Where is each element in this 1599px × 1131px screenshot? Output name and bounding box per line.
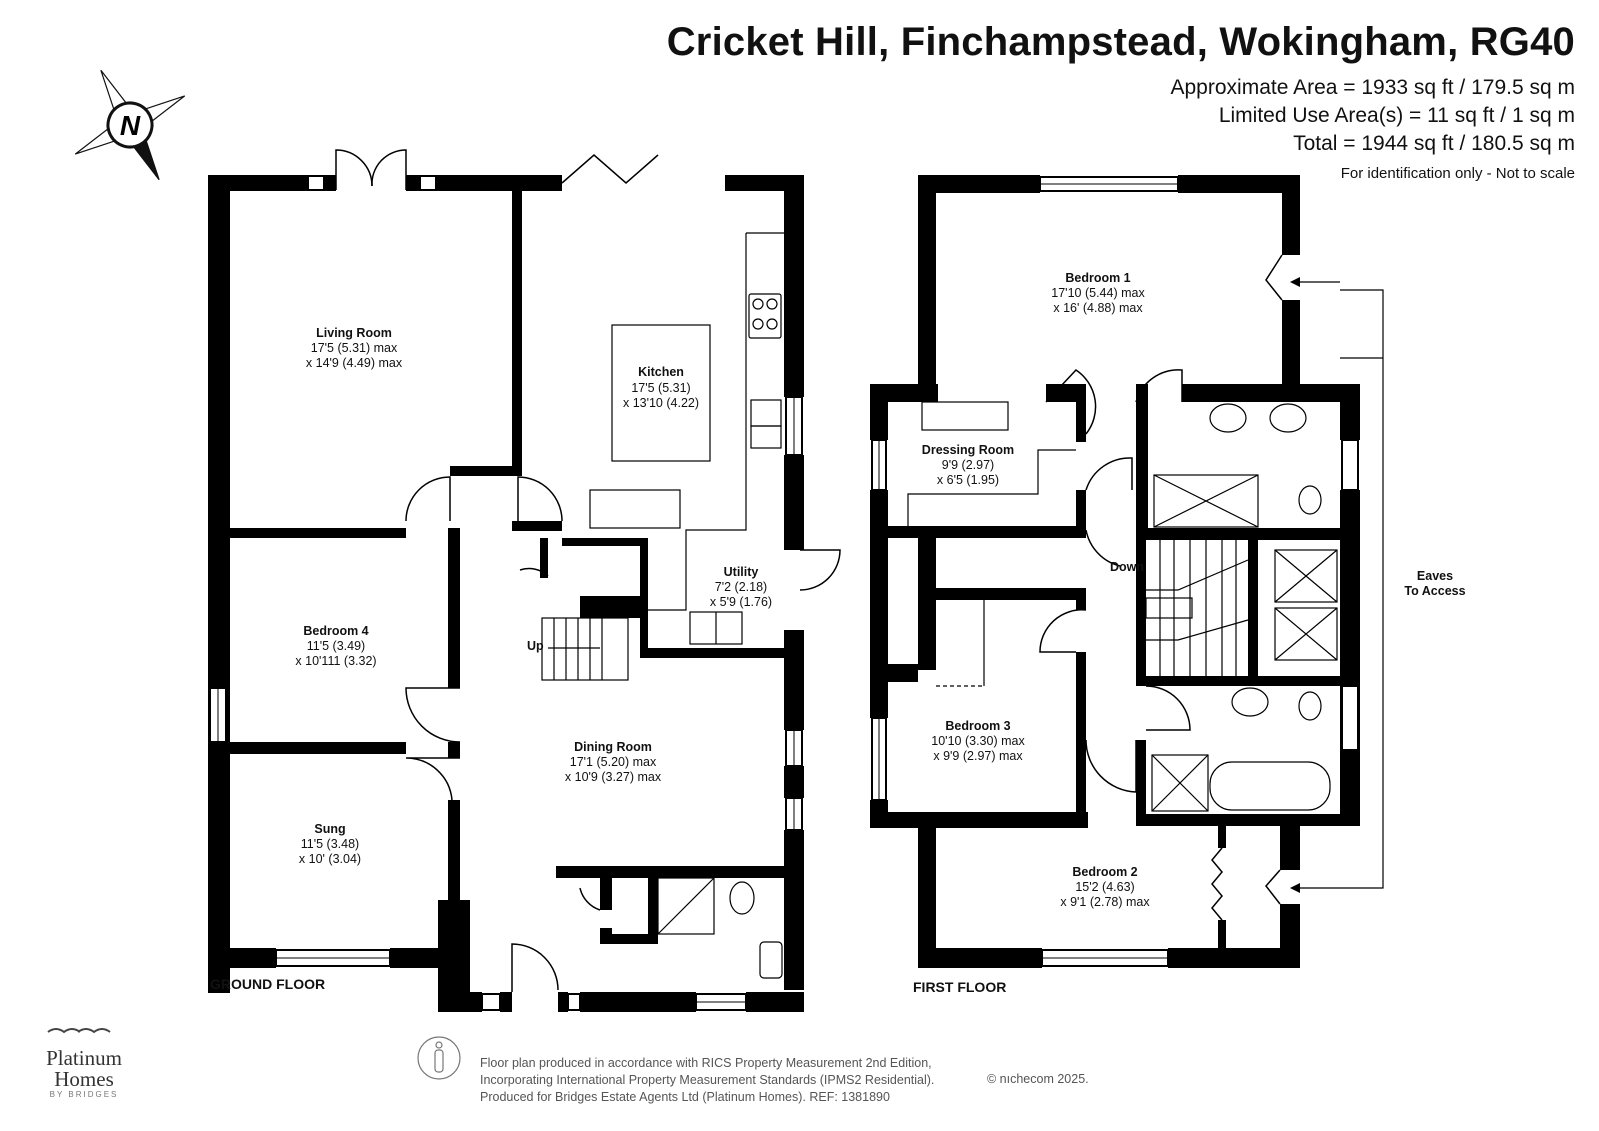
ground-floor-label: GROUND FLOOR	[210, 976, 326, 992]
dining-room-dim2: x 10'9 (3.27) max	[565, 770, 662, 784]
dressing-room-dim2: x 6'5 (1.95)	[937, 473, 999, 487]
limited-use-area: Limited Use Area(s) = 11 sq ft / 1 sq m	[1218, 104, 1575, 127]
dressing-room-name: Dressing Room	[922, 443, 1014, 457]
first-floor-room-labels: Bedroom 1 17'10 (5.44) max x 16' (4.88) …	[922, 271, 1466, 909]
bedroom4-dim2: x 10'111 (3.32)	[295, 654, 376, 668]
living-room-dim1: 17'5 (5.31) max	[311, 341, 398, 355]
utility-name: Utility	[724, 565, 759, 579]
person-icon	[417, 1036, 461, 1080]
copyright: © nıchecom 2025.	[987, 1072, 1089, 1086]
bedroom1-dim2: x 16' (4.88) max	[1053, 301, 1143, 315]
stairs-up-label: Up	[527, 639, 544, 653]
eaves-access-label: To Access	[1404, 584, 1465, 598]
logo-line-1: Platinum	[46, 1046, 122, 1070]
approximate-area: Approximate Area = 1933 sq ft / 179.5 sq…	[1170, 76, 1576, 99]
first-floor-walls	[870, 175, 1360, 968]
first-floor-label: FIRST FLOOR	[913, 979, 1007, 995]
bedroom2-dim2: x 9'1 (2.78) max	[1060, 895, 1150, 909]
utility-dim1: 7'2 (2.18)	[715, 580, 767, 594]
compass-icon	[74, 69, 186, 181]
compass-label: N	[120, 110, 141, 141]
bedroom1-name: Bedroom 1	[1065, 271, 1130, 285]
window-glazing-lines	[217, 397, 795, 1003]
first-floor-doors	[1039, 254, 1283, 921]
living-room-name: Living Room	[316, 326, 392, 340]
dining-room-name: Dining Room	[574, 740, 652, 754]
sung-dim1: 11'5 (3.48)	[301, 837, 359, 851]
property-title: Cricket Hill, Finchampstead, Wokingham, …	[666, 20, 1575, 64]
ground-floor-doors	[335, 149, 841, 992]
footer-disclaimer: Floor plan produced in accordance with R…	[480, 1055, 934, 1106]
bedroom4-dim1: 11'5 (3.49)	[307, 639, 365, 653]
logo-line-2: Homes	[54, 1067, 114, 1091]
footer-line-2: Incorporating International Property Mea…	[480, 1073, 935, 1087]
kitchen-name: Kitchen	[638, 365, 684, 379]
dining-room-dim1: 17'1 (5.20) max	[570, 755, 657, 769]
kitchen-dim1: 17'5 (5.31)	[631, 381, 690, 395]
bedroom2-dim1: 15'2 (4.63)	[1075, 880, 1134, 894]
logo-birds-icon	[47, 1028, 111, 1034]
ground-floor-walls	[208, 175, 804, 1012]
bedroom4-name: Bedroom 4	[303, 624, 368, 638]
platinum-homes-logo: Platinum Homes BY BRIDGES	[34, 1046, 134, 1100]
ground-floor-stairs	[541, 617, 629, 681]
identification-note: For identification only - Not to scale	[1340, 165, 1575, 182]
eaves-arrow-icon	[1290, 277, 1300, 893]
bedroom3-dim1: 10'10 (3.30) max	[931, 734, 1025, 748]
eaves-label: Eaves	[1417, 569, 1453, 583]
kitchen-dim2: x 13'10 (4.22)	[623, 396, 699, 410]
kitchen-fixtures	[589, 232, 784, 645]
bedroom3-dim2: x 9'9 (2.97) max	[933, 749, 1023, 763]
dressing-room-dim1: 9'9 (2.97)	[942, 458, 994, 472]
stairs-down-label: Down	[1110, 560, 1144, 574]
total-area: Total = 1944 sq ft / 180.5 sq m	[1293, 132, 1575, 155]
footer-line-1: Floor plan produced in accordance with R…	[480, 1056, 932, 1070]
bedroom2-name: Bedroom 2	[1072, 865, 1137, 879]
ground-floor-windows	[209, 175, 803, 1011]
bedroom1-dim1: 17'10 (5.44) max	[1051, 286, 1145, 300]
ground-floor-room-labels: Living Room 17'5 (5.31) max x 14'9 (4.49…	[295, 326, 772, 866]
logo-line-3: BY BRIDGES	[49, 1090, 119, 1099]
first-floor-windows	[871, 176, 1359, 967]
living-room-dim2: x 14'9 (4.49) max	[306, 356, 403, 370]
footer-line-3: Produced for Bridges Estate Agents Ltd (…	[480, 1090, 890, 1104]
bedroom3-name: Bedroom 3	[945, 719, 1010, 733]
utility-dim2: x 5'9 (1.76)	[710, 595, 772, 609]
first-floor-glazing-lines	[878, 183, 1178, 959]
sung-dim2: x 10' (3.04)	[299, 852, 361, 866]
shower-room-fixtures	[657, 877, 783, 979]
sung-name: Sung	[314, 822, 345, 836]
